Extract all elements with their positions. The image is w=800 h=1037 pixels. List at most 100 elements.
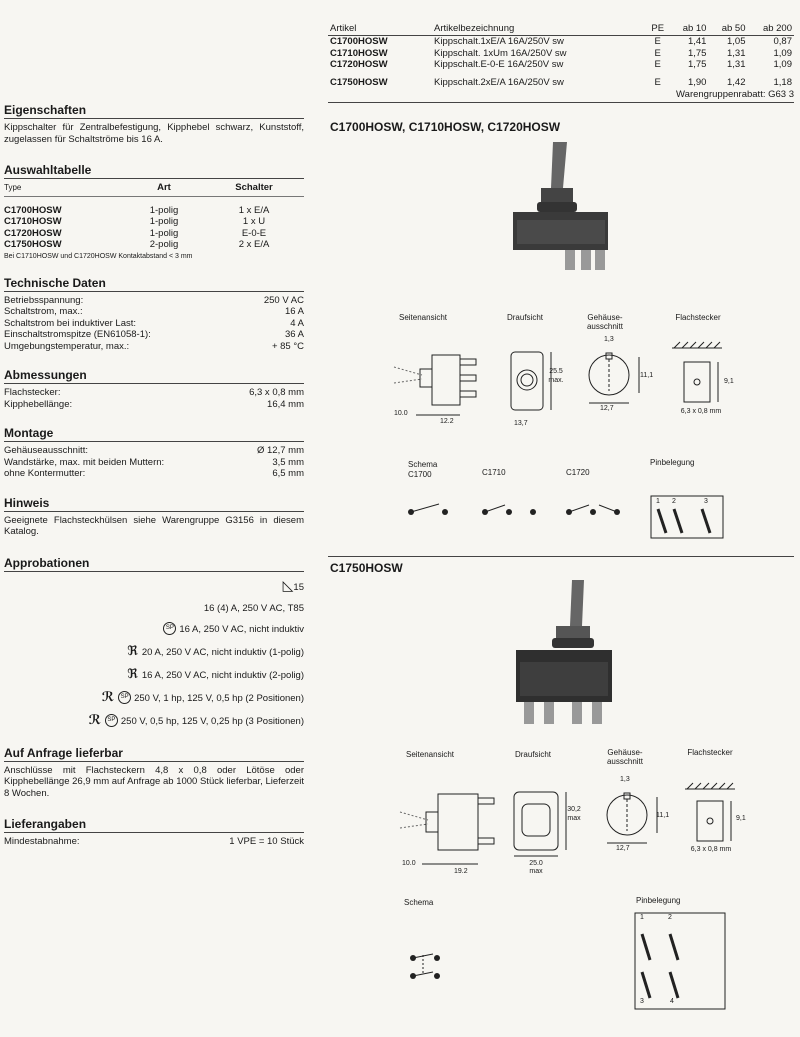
kv-key: Einschaltstromspitze (EN61058-1): xyxy=(4,329,151,340)
price-cell: E xyxy=(654,77,661,88)
vde-mark-icon: ◺ xyxy=(282,576,294,593)
price-cell: 1,18 xyxy=(773,77,793,88)
kv-key: Kipphebellänge: xyxy=(4,398,73,410)
kv-row: Betriebsspannung:250 V AC xyxy=(4,295,304,307)
kv-value: 6,5 mm xyxy=(272,468,304,479)
dim-label: max. xyxy=(548,377,564,384)
price-table: Artikel Artikelbezeichnung PE ab 10 ab 5… xyxy=(328,22,794,89)
section-title: Abmessungen xyxy=(4,366,304,384)
dim-label: 12,7 xyxy=(600,405,614,412)
price-cell: 1,31 xyxy=(727,59,746,70)
kv-key: Betriebsspannung: xyxy=(4,294,84,306)
kv-value: 6,3 x 0,8 mm xyxy=(249,387,304,398)
section-technische: Technische Daten Betriebsspannung:250 V … xyxy=(4,274,304,353)
kv-value: Ø 12,7 mm xyxy=(257,445,304,456)
kv-key: Wandstärke, max. mit beiden Muttern: xyxy=(4,456,165,468)
csa-icon: SP xyxy=(118,691,132,705)
prod1-photo xyxy=(513,142,608,270)
schema-label: C1720 xyxy=(566,468,590,477)
price-cell: E xyxy=(654,36,661,47)
dim-label: 11,1 xyxy=(656,812,670,819)
auswahl-cell: E-0-E xyxy=(241,227,267,239)
kv-row: Flachstecker:6,3 x 0,8 mm xyxy=(4,387,304,399)
section-title: Technische Daten xyxy=(4,274,304,292)
view-label: Seitenansicht xyxy=(405,750,455,759)
prod2-photo xyxy=(516,580,612,724)
dim-label: 12.2 xyxy=(440,418,454,425)
kv-value: + 85 °C xyxy=(271,340,304,352)
auswahl-cell: 1 x U xyxy=(242,216,266,227)
prod1-cutout-view xyxy=(588,352,640,404)
view-label: Draufsicht xyxy=(506,313,543,322)
section-title: Eigenschaften xyxy=(4,101,304,119)
kv-row: Einschaltstromspitze (EN61058-1): 36 A xyxy=(4,329,304,341)
dim-label: 6,3 x 0,8 mm xyxy=(690,846,732,853)
price-cell: Kippschalt.1xE/A 16A/250V sw xyxy=(434,36,564,47)
section-title: Lieferangaben xyxy=(4,815,304,833)
kv-value: 4 A xyxy=(290,317,304,329)
kv-key: Schaltstrom, max.: xyxy=(4,306,83,317)
price-cell: 0,87 xyxy=(773,36,793,47)
price-cell: 1,09 xyxy=(773,47,793,59)
price-cell: C1720HOSW xyxy=(330,59,388,70)
dim-label: 12,7 xyxy=(616,845,630,852)
view-label: Gehäuse-ausschnitt xyxy=(606,748,644,766)
kv-row: Gehäuseausschnitt:Ø 12,7 mm xyxy=(4,445,304,457)
dim-label: max xyxy=(567,815,581,822)
dim-label: 9,1 xyxy=(736,815,746,822)
prod2-flachstecker-view xyxy=(685,782,735,842)
kv-row: Kipphebellänge: 16,4 mm xyxy=(4,399,304,411)
section-eigenschaften: Eigenschaften Kippschalter für Zentralbe… xyxy=(4,101,304,145)
prod2-pin-diagram xyxy=(634,912,726,1010)
view-label: Flachstecker xyxy=(675,313,721,322)
kv-value: 16,4 mm xyxy=(267,398,304,410)
auswahl-cell: 2 x E/A xyxy=(238,239,270,250)
price-cell: Kippschalt.2xE/A 16A/250V sw xyxy=(434,77,564,88)
auswahl-cell: 2-polig xyxy=(149,239,179,250)
pin-title: Pinbelegung xyxy=(650,458,695,467)
kv-value: 3,5 mm xyxy=(272,456,304,468)
view-label: Seitenansicht xyxy=(398,313,448,322)
dim-label: 9,1 xyxy=(724,378,734,385)
pin-label: 2 xyxy=(672,498,676,505)
price-cell: 1,90 xyxy=(687,77,707,88)
kv-row: Schaltstrom, max.: 16 A xyxy=(4,306,304,318)
kv-value: 36 A xyxy=(284,329,304,340)
schema-label: C1710 xyxy=(482,468,506,477)
kv-key: ohne Kontermutter: xyxy=(4,468,86,479)
kv-value: 16 A xyxy=(284,306,304,317)
auswahl-cell: 1-polig xyxy=(149,216,179,227)
section-title: Auf Anfrage lieferbar xyxy=(4,744,304,762)
auswahl-cell: 1-polig xyxy=(149,204,179,216)
prod1-pin-diagram xyxy=(650,495,724,539)
ul-icon: ℜ xyxy=(127,642,138,658)
csa-icon: SP xyxy=(163,622,177,636)
price-cell: 1,42 xyxy=(727,77,746,88)
col-art: Art xyxy=(157,182,171,193)
kv-key: Umgebungstemperatur, max.: xyxy=(4,340,130,352)
section-liefer: Lieferangaben Mindestabnahme: 1 VPE = 10… xyxy=(4,815,304,848)
hinweis-text: Geeignete Flachsteckhülsen siehe Warengr… xyxy=(4,514,304,538)
price-cell: 1,41 xyxy=(687,36,707,47)
kv-key: Schaltstrom bei induktiver Last: xyxy=(4,317,137,329)
right-column: Artikel Artikelbezeichnung PE ab 10 ab 5… xyxy=(328,22,794,103)
price-table-header: Artikel Artikelbezeichnung PE ab 10 ab 5… xyxy=(328,22,794,36)
liefer-row: Mindestabnahme: 1 VPE = 10 Stück xyxy=(4,836,304,847)
ur-icon: ℛ xyxy=(101,688,115,704)
dim-label: 13,7 xyxy=(514,420,528,427)
dim-label: 6,3 x 0,8 mm xyxy=(680,408,722,415)
prod1-side-view xyxy=(393,354,477,416)
auswahl-cell: C1700HOSW xyxy=(4,204,62,216)
col-schalter: Schalter xyxy=(235,182,273,193)
section-approbationen: Approbationen ◺15 16 (4) A, 250 V AC, T8… xyxy=(4,554,304,732)
rabatt-text: Warengruppenrabatt: G63 3 xyxy=(328,89,794,103)
